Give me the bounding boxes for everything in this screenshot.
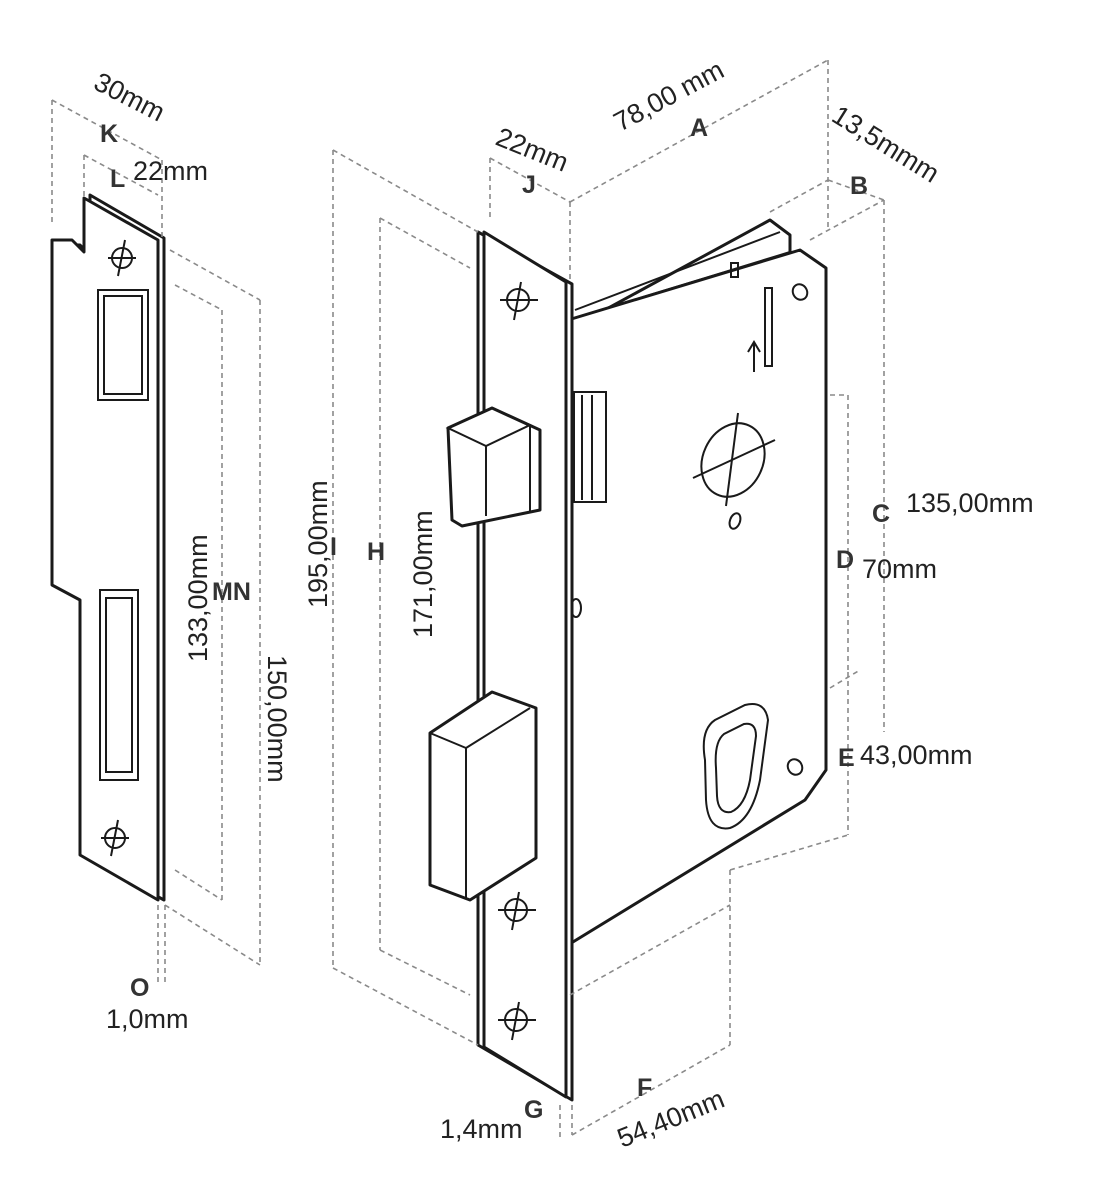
dim-K-value: 30mm bbox=[89, 67, 169, 128]
dim-I-value: 195,00mm bbox=[303, 480, 333, 608]
dim-B-letter: B bbox=[850, 172, 868, 200]
dim-H-letter: H bbox=[367, 538, 385, 566]
screw-hole-icon bbox=[500, 281, 538, 321]
dim-MN-letter: MN bbox=[212, 578, 251, 606]
dim-F-letter: F bbox=[637, 1074, 652, 1102]
dim-J-letter: J bbox=[522, 171, 536, 199]
dim-G-value: 1,4mm bbox=[440, 1114, 523, 1144]
latch-bolt bbox=[445, 406, 542, 528]
screw-hole-icon bbox=[498, 1001, 536, 1041]
dim-H-value: 171,00mm bbox=[408, 510, 438, 638]
dim-C-letter: C bbox=[872, 500, 890, 528]
screw-hole-icon bbox=[498, 891, 536, 931]
dim-K-letter: K bbox=[100, 120, 118, 148]
spindle-hole-icon bbox=[692, 412, 776, 507]
dead-bolt bbox=[428, 690, 538, 902]
dim-G-letter: G bbox=[524, 1096, 543, 1124]
strike-plate bbox=[50, 193, 166, 902]
dim-O-letter: O bbox=[130, 974, 149, 1002]
face-plate bbox=[476, 230, 574, 1102]
dim-J-value: 22mm bbox=[492, 122, 573, 178]
dim-B-value: 13,5mmm bbox=[827, 100, 945, 189]
dim-L-letter: L bbox=[110, 165, 125, 193]
dim-C-value: 135,00mm bbox=[906, 488, 1034, 518]
dim-M-value: 133,00mm bbox=[183, 534, 213, 662]
screw-hole-icon bbox=[101, 819, 129, 857]
dim-N-value: 150,00mm bbox=[262, 655, 292, 783]
dim-A-letter: A bbox=[690, 114, 708, 142]
dim-E-letter: E bbox=[838, 744, 855, 772]
lock-body bbox=[566, 218, 828, 947]
dim-E-value: 43,00mm bbox=[860, 740, 973, 770]
dim-I-letter: I bbox=[330, 533, 337, 561]
dim-F-value: 54,40mm bbox=[613, 1084, 729, 1154]
screw-hole-icon bbox=[108, 239, 136, 277]
dim-A-value: 78,00 mm bbox=[609, 54, 729, 137]
strike-plate-dimensions bbox=[51, 99, 261, 985]
dim-D-value: 70mm bbox=[862, 554, 937, 584]
dim-O-value: 1,0mm bbox=[106, 1004, 189, 1034]
dim-D-letter: D bbox=[836, 546, 854, 574]
dim-L-value: 22mm bbox=[133, 156, 208, 186]
lock-dimensions bbox=[332, 59, 885, 1138]
